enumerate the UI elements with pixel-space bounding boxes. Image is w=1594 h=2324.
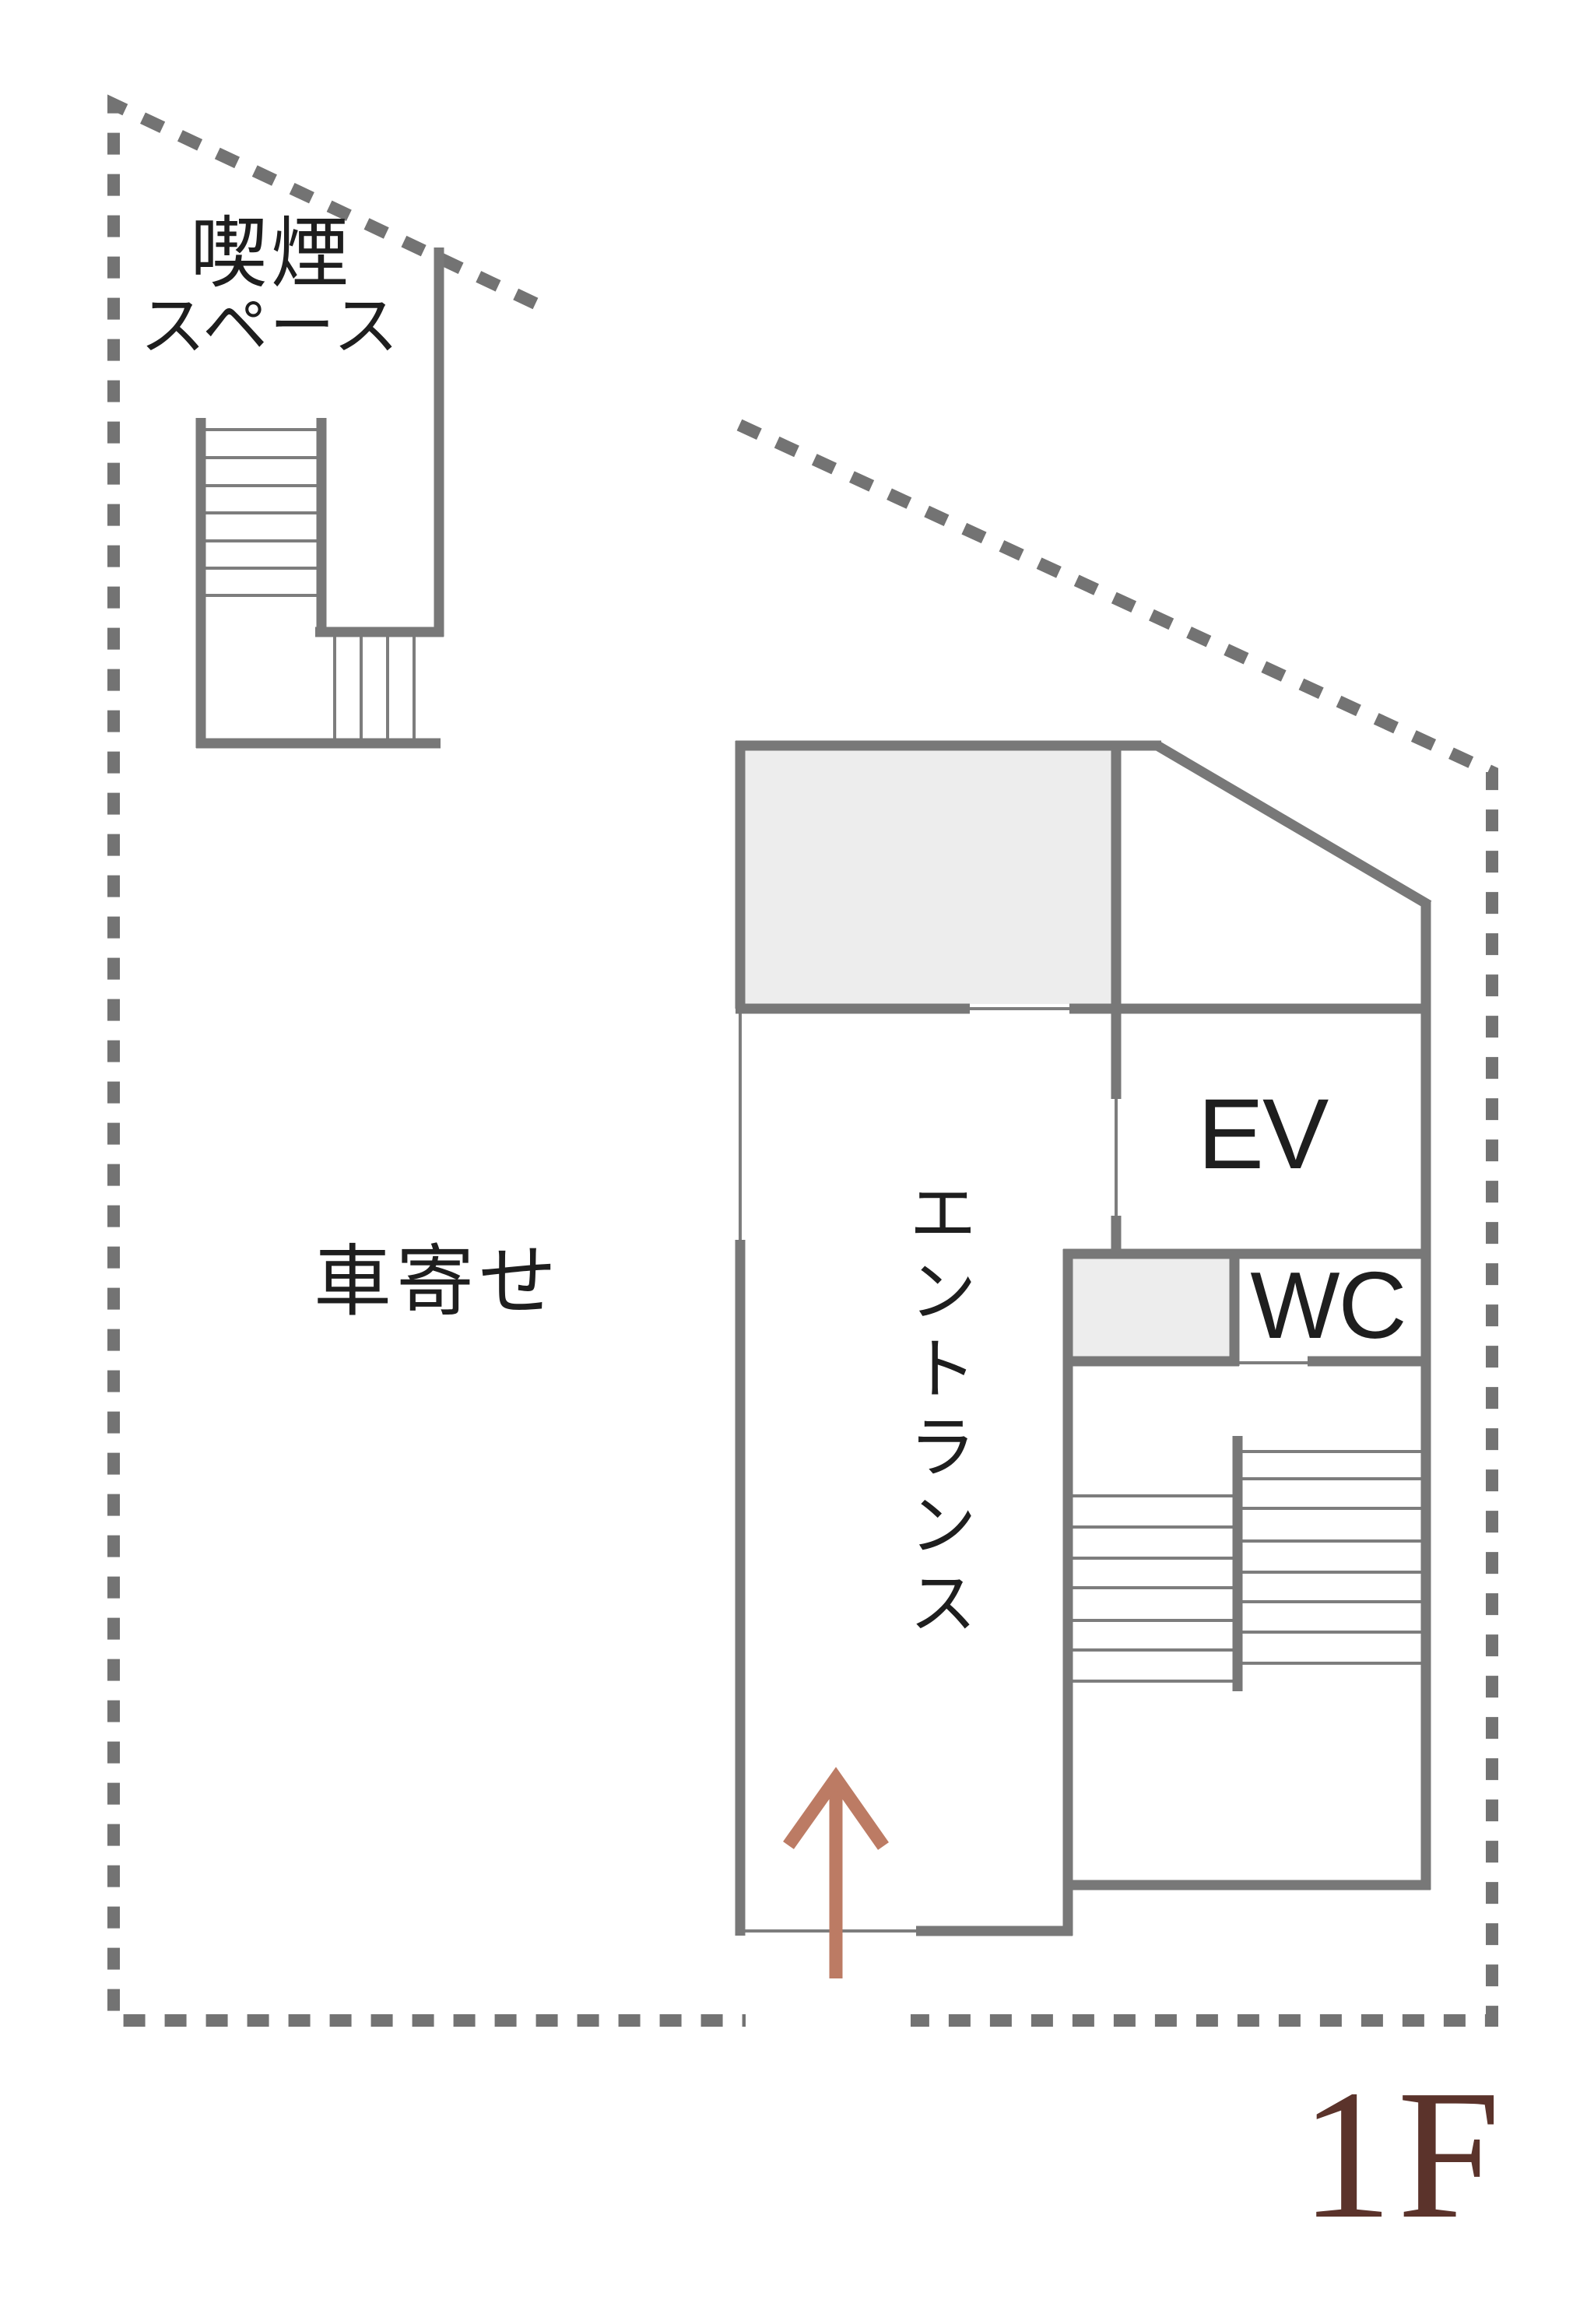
porte-cochere-label: 車寄せ (314, 1238, 561, 1325)
toilet-label: WC (1250, 1252, 1406, 1358)
small-grey-room-fill (1073, 1259, 1230, 1357)
building-walls (195, 247, 1432, 1936)
smoking-stair-treads-horizontal-run (333, 637, 416, 739)
boundary-right-segment (736, 419, 1498, 2027)
stair-treads (205, 428, 1421, 1683)
upper-grey-room-fill (745, 750, 1111, 1004)
smoking-space-label-line2: スペース (140, 290, 400, 363)
room-fills (745, 750, 1230, 1357)
smoking-space-label-line1: 喫煙 (190, 210, 352, 297)
entrance-direction-arrow-icon (783, 1767, 889, 1978)
arrow-head (783, 1767, 889, 1850)
smoking-stair-treads-vertical-flight (205, 428, 317, 597)
site-boundary-dashed-line (107, 94, 1498, 2027)
building-diagonal-wall (1154, 741, 1432, 910)
main-stair-treads-right-flight (1242, 1450, 1421, 1665)
main-stair-treads-left-flight (1073, 1494, 1233, 1683)
entrance-label: エントランス (899, 1177, 976, 1645)
main-building-walls (735, 740, 1432, 1936)
smoking-stair-walls (195, 247, 444, 749)
floor-level-label: 1F (1300, 2052, 1505, 2257)
elevator-label: EV (1197, 1079, 1329, 1190)
boundary-left-segment (107, 94, 746, 2027)
